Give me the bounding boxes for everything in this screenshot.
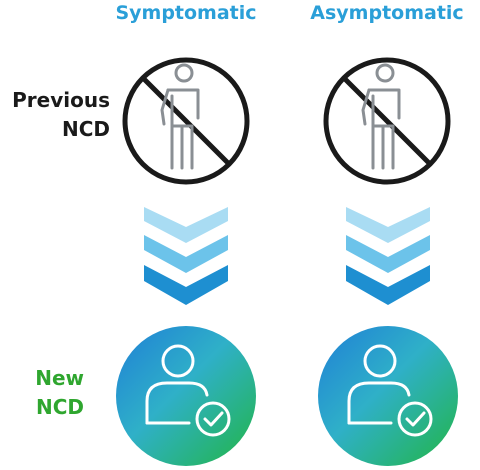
previous-label-line2: NCD [61, 117, 110, 141]
triple-chevron-down-icon-left [144, 207, 228, 305]
new-label-line2: NCD [35, 395, 84, 419]
person-check-icon-symptomatic [116, 326, 256, 466]
no-person-icon-symptomatic [122, 57, 250, 185]
symptomatic-header: Symptomatic [115, 2, 257, 24]
person-check-icon-asymptomatic [318, 326, 458, 466]
new-label-line1: New [35, 366, 84, 390]
no-person-icon-asymptomatic [323, 57, 451, 185]
previous-ncd-label: Previous NCD [0, 86, 110, 144]
previous-label-line1: Previous [12, 88, 110, 112]
triple-chevron-down-icon-right [346, 207, 430, 305]
new-ncd-label: New NCD [0, 364, 84, 422]
asymptomatic-header: Asymptomatic [310, 2, 464, 24]
